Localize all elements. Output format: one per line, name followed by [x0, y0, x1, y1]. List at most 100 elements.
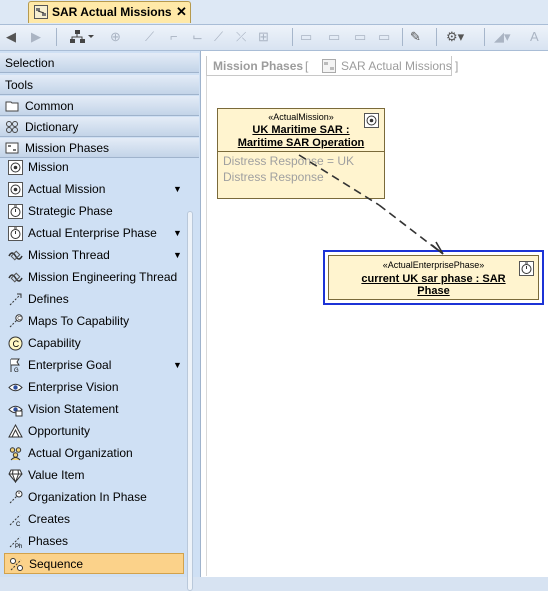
capability-icon: C — [8, 336, 23, 351]
svg-text:C: C — [13, 339, 20, 349]
diagram-toolbar: ◀ ▶ ⊕ ⟋ ⌐ ⌙ ⟋ ⤫ ⊞ ▭ ▭ ▭ ▭ ✎ ⚙▾ ◢▾ A — [0, 25, 548, 51]
section-tools[interactable]: Tools — [0, 75, 199, 95]
svg-text:C: C — [16, 522, 21, 527]
frame-border — [206, 76, 207, 576]
path-icon[interactable]: ⌙ — [192, 29, 203, 44]
stereotype-label: «ActualMission» — [268, 112, 334, 122]
palette-item-maps-to-capability[interactable]: C Maps To Capability — [4, 311, 184, 332]
path-icon[interactable]: ⌐ — [170, 29, 178, 44]
svg-text:Ph: Ph — [15, 544, 22, 549]
chevron-down-icon[interactable]: ▼ — [173, 360, 182, 370]
diagram-icon — [322, 59, 336, 73]
palette-item-organization-in-phase[interactable]: Organization In Phase — [4, 487, 184, 508]
palette-item-defines[interactable]: Defines — [4, 289, 184, 310]
diagram-canvas[interactable]: Mission Phases [ SAR Actual Missions ] «… — [201, 51, 548, 577]
palette-panel: Selection Tools Common Dictionary Missio… — [0, 51, 201, 591]
palette-item-sequence[interactable]: Sequence — [4, 553, 184, 574]
frame-type: Mission Phases — [213, 59, 304, 73]
section-selection[interactable]: Selection — [0, 53, 199, 73]
opportunity-icon — [8, 424, 23, 438]
gear-icon[interactable]: ⚙▾ — [446, 29, 465, 44]
actual-enterprise-phase-icon — [8, 226, 23, 241]
tab-title: SAR Actual Missions — [52, 5, 172, 19]
section-mission-phases[interactable]: Mission Phases — [0, 138, 199, 158]
palette-item-mission-thread[interactable]: Mission Thread ▼ — [4, 245, 184, 266]
svg-text:G: G — [14, 368, 19, 373]
value-item-icon — [8, 469, 23, 483]
palette-item-actual-organization[interactable]: Actual Organization — [4, 443, 184, 464]
close-icon[interactable]: ✕ — [176, 4, 187, 19]
phases-icon: Ph — [9, 536, 22, 549]
element-name: current UK sar phase : SAR — [361, 273, 506, 285]
forward-arrow-icon[interactable]: ▶ — [31, 29, 41, 44]
path-icon[interactable]: ⟋ — [145, 29, 155, 44]
diagram-icon — [34, 5, 48, 19]
align-icon[interactable]: ⊞ — [258, 29, 269, 44]
palette-item-actual-mission[interactable]: Actual Mission ▼ — [4, 179, 184, 200]
align-icon[interactable]: ▭ — [300, 29, 313, 44]
actual-mission-element[interactable]: «ActualMission» UK Maritime SAR : Mariti… — [217, 108, 385, 199]
sequence-icon — [10, 558, 23, 571]
tab-bar: SAR Actual Missions ✕ — [0, 0, 548, 25]
actual-enterprise-phase-element[interactable]: «ActualEnterprisePhase» current UK sar p… — [328, 255, 539, 300]
actual-mission-icon — [364, 113, 379, 128]
path-icon[interactable]: ⟋ — [214, 29, 224, 44]
section-common[interactable]: Common — [0, 96, 199, 116]
section-dictionary[interactable]: Dictionary — [0, 117, 199, 137]
align-icon[interactable]: ▭ — [328, 29, 341, 44]
maps-to-capability-icon: C — [9, 314, 23, 328]
actual-organization-icon — [9, 447, 22, 461]
align-icon[interactable]: ▭ — [354, 29, 367, 44]
defines-icon — [9, 293, 22, 306]
chevron-down-icon[interactable]: ▼ — [173, 250, 182, 260]
palette-item-value-item[interactable]: Value Item — [4, 465, 184, 486]
palette-item-phases[interactable]: Ph Phases — [4, 531, 184, 552]
palette-item-mission-engineering-thread[interactable]: Mission Engineering Thread — [4, 267, 184, 288]
palette-scrollbar[interactable] — [187, 211, 193, 591]
palette-item-vision-statement[interactable]: Vision Statement — [4, 399, 184, 420]
element-name: Phase — [417, 285, 450, 297]
palette-item-strategic-phase[interactable]: Strategic Phase — [4, 201, 184, 222]
format-icon[interactable]: ✎ — [410, 29, 421, 44]
property-value: Distress Response = UK — [223, 154, 355, 168]
frame-bracket: [ — [305, 59, 309, 73]
actual-enterprise-phase-icon — [519, 261, 534, 276]
vision-statement-icon — [8, 405, 23, 417]
element-name: UK Maritime SAR : — [252, 124, 350, 136]
enterprise-goal-icon: G — [10, 358, 20, 373]
path-icon[interactable]: ⤫ — [236, 29, 247, 44]
text-color-icon[interactable]: A — [530, 29, 539, 44]
frame-name: SAR Actual Missions ] — [341, 59, 459, 73]
element-name: Maritime SAR Operation — [237, 137, 365, 149]
creates-icon: C — [9, 514, 21, 527]
element-header: «ActualMission» UK Maritime SAR : Mariti… — [218, 109, 384, 152]
diagram-tab[interactable]: SAR Actual Missions ✕ — [28, 1, 191, 23]
stereotype-label: «ActualEnterprisePhase» — [382, 260, 485, 270]
shape-icon[interactable]: ⊕ — [110, 29, 121, 44]
enterprise-vision-icon — [8, 383, 23, 392]
selection-highlight: «ActualEnterprisePhase» current UK sar p… — [323, 250, 544, 305]
palette-item-actual-enterprise-phase[interactable]: Actual Enterprise Phase ▼ — [4, 223, 184, 244]
align-icon[interactable]: ▭ — [378, 29, 391, 44]
fill-color-icon[interactable]: ◢▾ — [494, 29, 511, 44]
layout-icon[interactable] — [70, 29, 94, 45]
palette-item-enterprise-goal[interactable]: G Enterprise Goal ▼ — [4, 355, 184, 376]
svg-text:C: C — [17, 316, 21, 322]
palette-item-capability[interactable]: C Capability — [4, 333, 184, 354]
palette-item-mission[interactable]: Mission — [4, 157, 184, 178]
chevron-down-icon[interactable]: ▼ — [173, 228, 182, 238]
back-arrow-icon[interactable]: ◀ — [6, 29, 16, 44]
actual-mission-icon — [8, 182, 23, 197]
folder-icon — [5, 101, 19, 112]
mission-thread-icon — [8, 250, 23, 261]
strategic-phase-icon — [8, 204, 23, 219]
mission-phases-icon — [5, 142, 19, 154]
mission-engineering-thread-icon — [8, 272, 23, 283]
chevron-down-icon[interactable]: ▼ — [173, 184, 182, 194]
dictionary-icon — [6, 121, 18, 133]
diagram-frame-header: Mission Phases [ SAR Actual Missions ] — [206, 56, 458, 76]
mission-icon — [8, 160, 23, 175]
palette-item-enterprise-vision[interactable]: Enterprise Vision — [4, 377, 184, 398]
palette-item-opportunity[interactable]: Opportunity — [4, 421, 184, 442]
palette-item-creates[interactable]: C Creates — [4, 509, 184, 530]
